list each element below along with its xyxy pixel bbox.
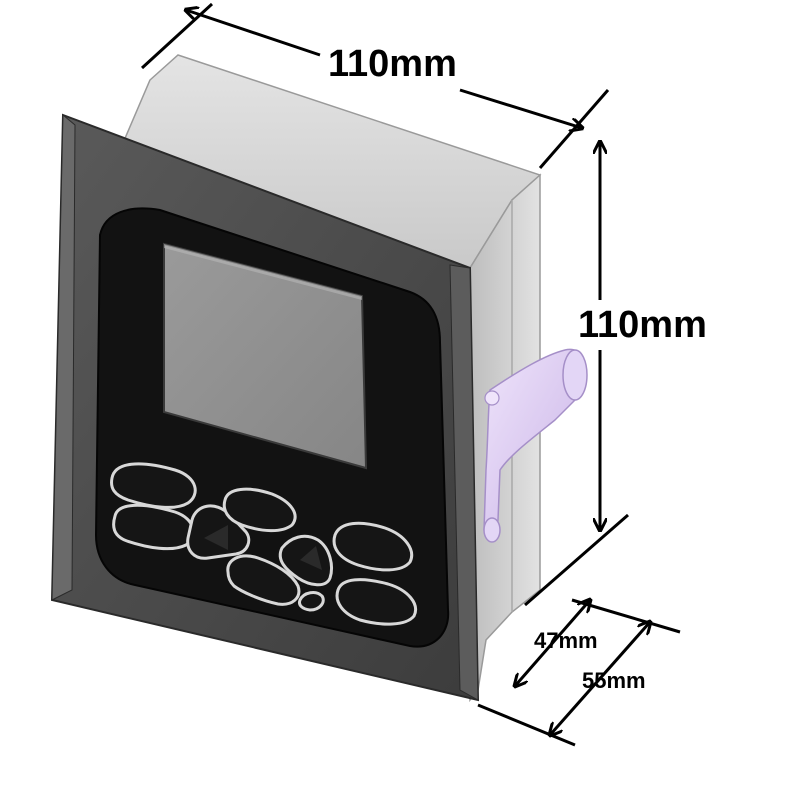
- right-top-key[interactable]: [335, 578, 417, 626]
- left-bottom-key[interactable]: [112, 503, 195, 551]
- keypad-glyphs: [204, 525, 322, 570]
- up-arrow-glyph: [300, 546, 322, 570]
- depth-outer-arrow: [550, 622, 650, 735]
- dimension-lines: [140, 2, 681, 747]
- width-label: 110mm: [328, 43, 457, 85]
- mounting-clip: [483, 348, 588, 543]
- bezel-rim-right: [449, 264, 479, 701]
- right-arrow-key[interactable]: [332, 521, 413, 572]
- width-extension-right: [538, 89, 610, 169]
- height-extension-bottom: [524, 513, 629, 607]
- left-top-key[interactable]: [110, 462, 197, 509]
- down-key[interactable]: [226, 554, 301, 606]
- clip-knob-bottom: [483, 517, 501, 543]
- width-arrow-left: [186, 10, 321, 57]
- width-arrow-right: [459, 88, 582, 128]
- center-top-key[interactable]: [222, 487, 297, 533]
- clip-pin: [484, 390, 500, 406]
- height-label: 110mm: [578, 304, 707, 346]
- lcd-screen-glare: [164, 244, 362, 300]
- lcd-screen: [163, 242, 368, 470]
- depth-inner-label: 47mm: [534, 628, 598, 653]
- left-arrow-glyph: [204, 525, 228, 550]
- right-bottom-key[interactable]: [298, 591, 325, 612]
- clip-knob-top: [562, 349, 588, 401]
- depth-outer-label: 55mm: [582, 668, 646, 693]
- keypad: [110, 462, 417, 626]
- bezel-rim: [51, 113, 76, 601]
- clip-arm: [483, 348, 586, 536]
